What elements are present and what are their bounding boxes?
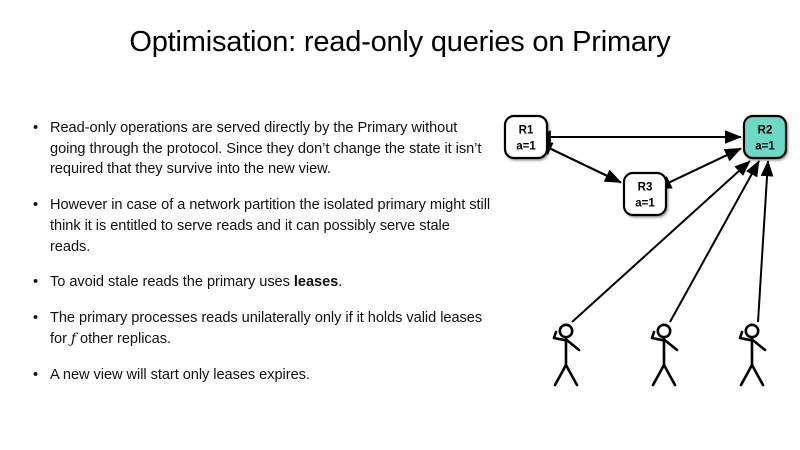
bullet-unilateral-reads: • The primary processes reads unilateral… — [26, 308, 492, 350]
bullet-marker-icon: • — [33, 366, 39, 383]
stick-figure-leg-right — [662, 363, 677, 387]
stick-figure-leg-right — [750, 363, 765, 387]
bullet-text: The primary processes reads unilaterally… — [50, 310, 483, 347]
stick-figure-leg-left — [651, 363, 666, 387]
bullet-text: However in case of a network partition t… — [50, 197, 491, 255]
diagram-edges — [534, 130, 774, 323]
stick-figure-head — [656, 323, 672, 339]
bullet-new-view: • A new view will start only leases expi… — [26, 365, 492, 386]
replica-node-r2-primary-label: R2 — [758, 125, 773, 137]
link-r1-r3 — [535, 141, 622, 184]
request-client-3-to-r2 — [757, 160, 774, 323]
client-stick-figure-1[interactable] — [552, 323, 581, 387]
request-client-1-to-r2 — [571, 160, 751, 323]
replica-node-r1-state: a=1 — [516, 141, 536, 153]
stick-figure-head — [558, 323, 574, 339]
replica-node-r1-box — [503, 114, 549, 160]
replica-node-r3-label: R3 — [638, 182, 653, 194]
bullet-read-only-operations: • Read-only operations are served direct… — [26, 118, 492, 180]
client-stick-figure-3[interactable] — [738, 323, 767, 387]
stick-figure-arm-left — [552, 330, 567, 342]
stick-figure-leg-right — [564, 363, 579, 387]
replica-node-r3-box — [622, 171, 668, 217]
bullet-marker-icon: • — [33, 120, 39, 136]
bullet-leases: • To avoid stale reads the primary uses … — [26, 272, 492, 293]
bullet-marker-icon: • — [33, 274, 39, 291]
replica-node-r1-label: R1 — [519, 125, 534, 137]
stick-figure-arm-left — [650, 330, 665, 342]
bullet-list: • Read-only operations are served direct… — [26, 118, 492, 385]
replica-node-r2-primary[interactable]: R2a=1 — [742, 114, 788, 160]
bullet-marker-icon: • — [33, 310, 39, 327]
stick-figure-leg-left — [739, 363, 754, 387]
bullet-text: A new view will start only leases expire… — [50, 366, 310, 383]
stick-figure-arm-right — [751, 338, 767, 352]
bullet-text: To avoid stale reads the primary uses le… — [50, 274, 343, 291]
replica-node-r2-primary-box — [742, 114, 788, 160]
replica-node-r3[interactable]: R3a=1 — [622, 171, 668, 217]
client-stick-figure-2[interactable] — [650, 323, 679, 387]
diagram-clients — [552, 323, 767, 387]
request-client-2-to-r2 — [669, 160, 760, 323]
bullet-text: Read-only operations are served directly… — [50, 120, 482, 178]
replica-node-r2-primary-state: a=1 — [755, 141, 775, 153]
stick-figure-arm-right — [663, 338, 679, 352]
stick-figure-arm-left — [738, 330, 753, 342]
stick-figure-leg-left — [553, 363, 568, 387]
page-title: Optimisation: read-only queries on Prima… — [129, 26, 671, 58]
bullet-marker-icon: • — [33, 197, 39, 214]
replica-node-r1[interactable]: R1a=1 — [503, 114, 549, 160]
bullet-network-partition: • However in case of a network partition… — [26, 195, 492, 257]
link-r3-r2 — [654, 147, 742, 190]
stick-figure-head — [744, 323, 760, 339]
stick-figure-arm-right — [565, 338, 581, 352]
replica-node-r3-state: a=1 — [635, 198, 655, 210]
